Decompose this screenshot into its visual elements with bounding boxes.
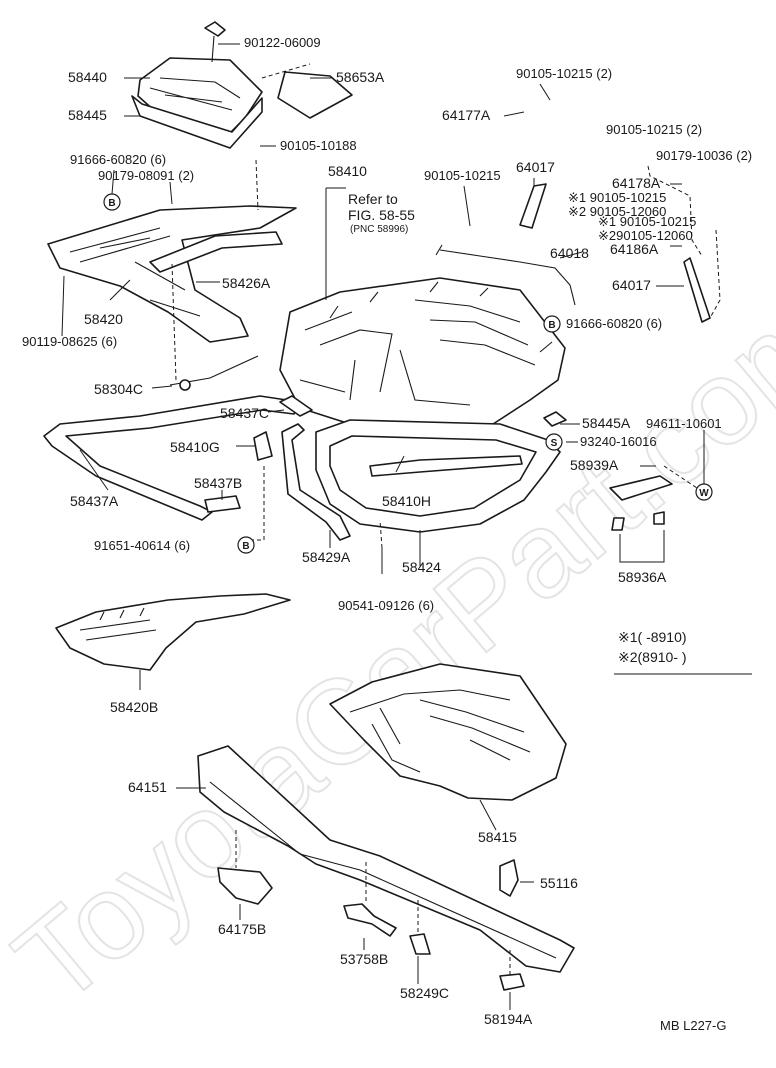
part-58194A-pad [499, 973, 525, 991]
symbol-b-2: B [543, 315, 561, 333]
part-55116-bracket [499, 859, 519, 897]
part-64151-member [197, 745, 575, 973]
part-58429A-rail [281, 423, 351, 541]
label-58420B: 58420B [110, 699, 158, 715]
legend-row-1: ※1( -8910) [618, 629, 687, 645]
label-90105-10215: 90105-10215 [424, 168, 501, 183]
label-58426A: 58426A [222, 275, 271, 291]
part-58445-gasket [131, 95, 263, 149]
label-53758B: 53758B [340, 951, 388, 967]
label-58939A: 58939A [570, 457, 619, 473]
part-58437A-frame [43, 395, 301, 521]
leader-lines [61, 43, 721, 1010]
label-58437B: 58437B [194, 475, 242, 491]
label-58194A: 58194A [484, 1011, 533, 1027]
label-58415: 58415 [478, 829, 517, 845]
part-58410G-bracket [253, 431, 273, 461]
part-64018-cable [435, 244, 576, 306]
part-58249C-bracket [409, 933, 431, 955]
symbol-s: S [545, 433, 563, 451]
label-58410H: 58410H [382, 493, 431, 509]
part-58426A-bracket [149, 231, 283, 273]
label-58429A: 58429A [302, 549, 351, 565]
label-58445A: 58445A [582, 415, 631, 431]
svg-text:FIG. 58-55: FIG. 58-55 [348, 207, 415, 223]
label-64017-b: 64017 [612, 277, 651, 293]
figure-code: MB L227-G [660, 1018, 726, 1033]
label-58440: 58440 [68, 69, 107, 85]
label-91651-40614-6: 91651-40614 (6) [94, 538, 190, 553]
part-64017-rod-left [519, 183, 547, 229]
part-58304C-rod [169, 355, 259, 391]
label-91666-60820-6-a: 91666-60820 (6) [70, 152, 166, 167]
label-58410: 58410 [328, 163, 367, 179]
label-90179-08091-2: 90179-08091 (2) [98, 168, 194, 183]
legend: ※1( -8910) ※2(8910- ) [614, 629, 752, 675]
label-58249C: 58249C [400, 985, 449, 1001]
label-90105-10188: 90105-10188 [280, 138, 357, 153]
label-s2b-90105-12060: ※290105-12060 [598, 228, 693, 243]
part-64017-rod-right [683, 257, 711, 323]
refer-note: Refer to FIG. 58-55 (PNC 58996) [348, 191, 415, 235]
label-55116: 55116 [540, 875, 578, 891]
symbol-b-1: B [103, 193, 121, 211]
label-64177A: 64177A [442, 107, 491, 123]
label-s2-90105-12060: ※2 90105-12060 [568, 204, 666, 219]
label-58936A: 58936A [618, 569, 667, 585]
label-64175B: 64175B [218, 921, 266, 937]
label-58304C: 58304C [94, 381, 143, 397]
symbol-w: W [695, 483, 713, 501]
label-58437C: 58437C [220, 405, 269, 421]
part-58410-pan [279, 277, 566, 431]
label-90541-09126-6: 90541-09126 (6) [338, 598, 434, 613]
label-90105-10215-2-a: 90105-10215 (2) [516, 66, 612, 81]
label-58653A: 58653A [336, 69, 385, 85]
label-64151: 64151 [128, 779, 167, 795]
part-58936A-brackets [609, 475, 673, 531]
label-93240-16016: 93240-16016 [580, 434, 657, 449]
label-s1-90105-10215: ※1 90105-10215 [568, 190, 666, 205]
label-58424: 58424 [402, 559, 441, 575]
label-s1b-90105-10215: ※1 90105-10215 [598, 214, 696, 229]
label-91666-60820-6-b: 91666-60820 (6) [566, 316, 662, 331]
svg-text:Refer to: Refer to [348, 191, 398, 207]
part-58424-frame [315, 419, 561, 533]
label-64178A: 64178A [612, 175, 661, 191]
svg-text:B: B [108, 198, 115, 209]
part-53758B-bracket [343, 903, 397, 937]
part-58437B-pad [204, 495, 241, 513]
label-90179-10036-2: 90179-10036 (2) [656, 148, 752, 163]
svg-text:S: S [551, 438, 558, 449]
label-64017-a: 64017 [516, 159, 555, 175]
symbol-b-3: B [237, 536, 255, 554]
bolt-90122-06009-icon [204, 21, 226, 63]
svg-text:(PNC 58996): (PNC 58996) [350, 224, 408, 235]
label-58420: 58420 [84, 311, 123, 327]
label-90119-08625-6: 90119-08625 (6) [22, 334, 117, 349]
label-64186A: 64186A [610, 241, 659, 257]
legend-row-2: ※2(8910- ) [618, 649, 687, 665]
svg-text:B: B [548, 320, 555, 331]
part-58415-pan [329, 663, 567, 801]
label-94611-10601: 94611-10601 [646, 416, 722, 431]
label-58445: 58445 [68, 107, 107, 123]
part-64175B-bracket [217, 867, 273, 905]
part-58653A-plate [277, 71, 353, 119]
part-58445A-clip [543, 411, 567, 427]
part-labels: 90122-06009 58440 58445 58653A 90105-102… [22, 35, 752, 1027]
label-58410G: 58410G [170, 439, 220, 455]
svg-text:W: W [699, 488, 709, 499]
label-64018: 64018 [550, 245, 589, 261]
part-58437C-clip [279, 395, 313, 417]
part-58420B-support [55, 593, 291, 671]
label-90105-10215-2-b: 90105-10215 (2) [606, 122, 702, 137]
part-58410H-rail [369, 455, 523, 477]
label-90122-06009: 90122-06009 [244, 35, 321, 50]
svg-text:B: B [242, 541, 249, 552]
label-58437A: 58437A [70, 493, 119, 509]
